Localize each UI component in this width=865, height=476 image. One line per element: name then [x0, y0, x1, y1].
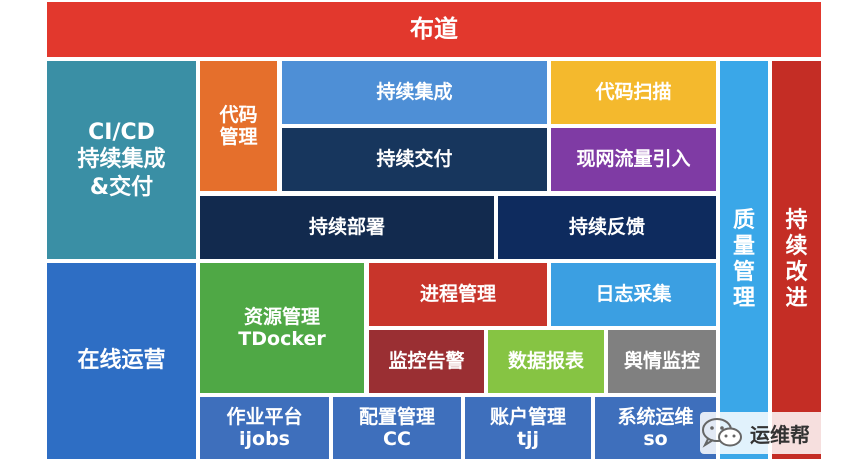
- job-line1: 作业平台: [226, 405, 303, 428]
- cicd-line3: &交付: [89, 174, 154, 200]
- logs-label: 日志采集: [595, 283, 672, 306]
- feedback-label: 持续反馈: [568, 216, 645, 239]
- traffic-label: 现网流量引入: [576, 148, 691, 171]
- block-process-management: 进程管理: [369, 263, 547, 326]
- block-continuous-feedback: 持续反馈: [498, 196, 716, 259]
- block-continuous-improvement: 持 续 改 进: [772, 61, 821, 459]
- watermark-text: 运维帮: [750, 422, 810, 447]
- quality-char-1: 质: [732, 208, 755, 234]
- wechat-icon: [702, 418, 742, 448]
- improve-char-3: 改: [785, 260, 808, 285]
- account-line1: 账户管理: [489, 405, 566, 428]
- block-log-collection: 日志采集: [551, 263, 716, 326]
- block-code-scan: 代码扫描: [551, 61, 716, 124]
- resource-line1: 资源管理: [243, 305, 320, 328]
- block-job-platform: 作业平台 ijobs: [200, 397, 329, 459]
- banner-evangelism: 布道: [47, 2, 821, 57]
- block-cicd: CI/CD 持续集成 &交付: [47, 61, 196, 259]
- system-line2: so: [643, 428, 668, 450]
- block-account-management: 账户管理 tjj: [465, 397, 591, 459]
- block-online-operations: 在线运营: [47, 263, 196, 459]
- config-line2: CC: [383, 428, 411, 450]
- block-config-management: 配置管理 CC: [333, 397, 461, 459]
- ci-label: 持续集成: [376, 81, 453, 104]
- code-mgmt-line1: 代码: [219, 103, 258, 126]
- improve-char-1: 持: [785, 208, 808, 234]
- process-label: 进程管理: [419, 283, 496, 306]
- block-traffic-import: 现网流量引入: [551, 128, 716, 191]
- quality-char-4: 理: [732, 285, 755, 311]
- block-continuous-delivery: 持续交付: [282, 128, 547, 191]
- block-quality-management: 质 量 管 理: [720, 61, 768, 459]
- banner-label: 布道: [410, 15, 458, 44]
- deploy-label: 持续部署: [308, 216, 385, 239]
- cicd-line2: 持续集成: [77, 147, 166, 173]
- cicd-line1: CI/CD: [88, 119, 155, 145]
- alert-label: 监控告警: [388, 350, 465, 373]
- improve-char-2: 续: [785, 234, 808, 260]
- system-line1: 系统运维: [617, 405, 694, 428]
- code-scan-label: 代码扫描: [595, 81, 672, 104]
- block-continuous-integration: 持续集成: [282, 61, 547, 124]
- config-line1: 配置管理: [358, 405, 435, 428]
- job-line2: ijobs: [239, 428, 290, 450]
- report-label: 数据报表: [507, 350, 584, 373]
- ops-label: 在线运营: [77, 348, 166, 374]
- block-sentiment-monitoring: 舆情监控: [608, 330, 716, 393]
- quality-char-3: 管: [732, 260, 755, 285]
- account-line2: tjj: [516, 428, 540, 450]
- block-code-management: 代码 管理: [200, 61, 277, 191]
- quality-char-2: 量: [732, 234, 755, 260]
- delivery-label: 持续交付: [376, 148, 453, 171]
- block-data-report: 数据报表: [488, 330, 604, 393]
- improve-char-4: 进: [785, 285, 808, 311]
- block-resource-management: 资源管理 TDocker: [200, 263, 364, 393]
- watermark: 运维帮: [700, 412, 860, 454]
- block-continuous-deployment: 持续部署: [200, 196, 494, 259]
- resource-line2: TDocker: [238, 328, 326, 350]
- code-mgmt-line2: 管理: [219, 126, 258, 148]
- block-monitoring-alert: 监控告警: [369, 330, 484, 393]
- sentiment-label: 舆情监控: [623, 350, 700, 373]
- block-system-operations: 系统运维 so: [595, 397, 716, 459]
